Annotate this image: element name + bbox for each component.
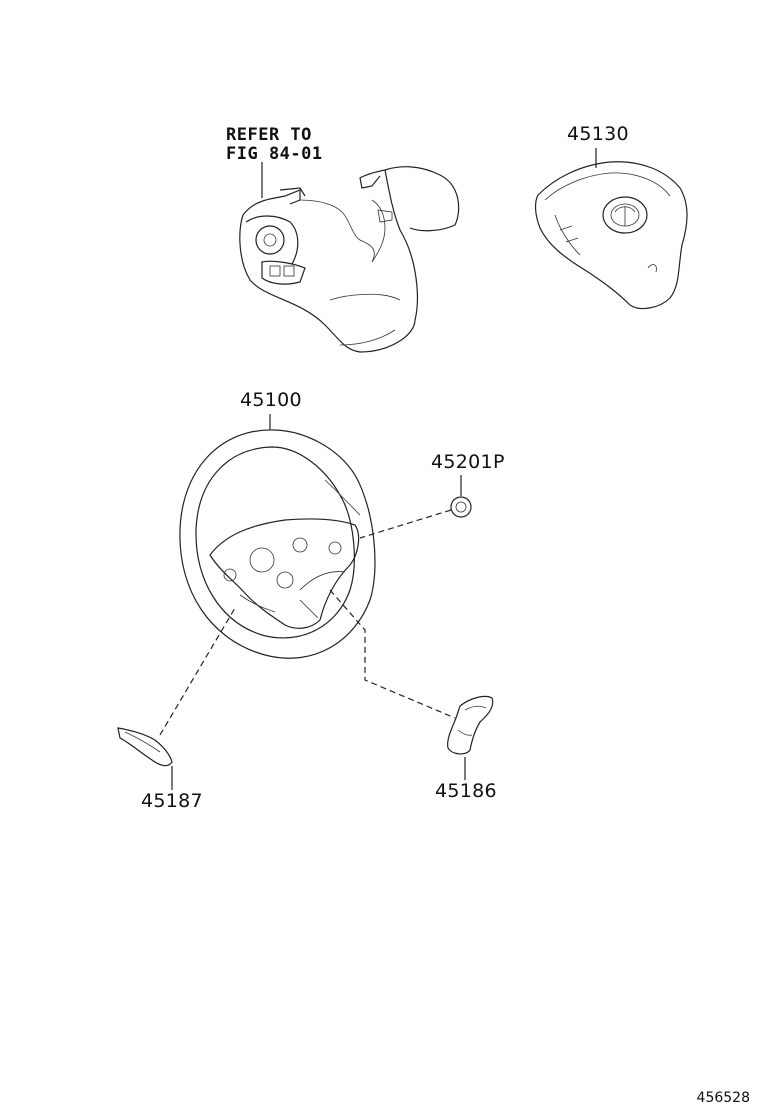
figure-id: 456528 bbox=[696, 1090, 750, 1106]
steering-pad-cover-illustration bbox=[239, 166, 460, 353]
part-number-45130: 45130 bbox=[567, 123, 629, 145]
nut-dashed-line bbox=[359, 509, 452, 539]
refer-note-line2: FIG 84-01 bbox=[226, 144, 323, 164]
steering-wheel-illustration bbox=[179, 414, 376, 659]
refer-note-line1: REFER TO bbox=[226, 125, 312, 145]
cover-45186-dashed-line bbox=[329, 589, 456, 719]
part-number-45186: 45186 bbox=[435, 780, 497, 802]
part-number-45201p: 45201P bbox=[431, 451, 505, 473]
nut-45201p-illustration bbox=[450, 475, 472, 518]
cover-45187-dashed-line bbox=[159, 607, 236, 736]
cover-45187-illustration bbox=[117, 727, 173, 790]
part-number-45100: 45100 bbox=[240, 389, 302, 411]
part-number-45187: 45187 bbox=[141, 790, 203, 812]
cover-45186-illustration bbox=[447, 695, 494, 780]
airbag-illustration bbox=[534, 148, 688, 310]
